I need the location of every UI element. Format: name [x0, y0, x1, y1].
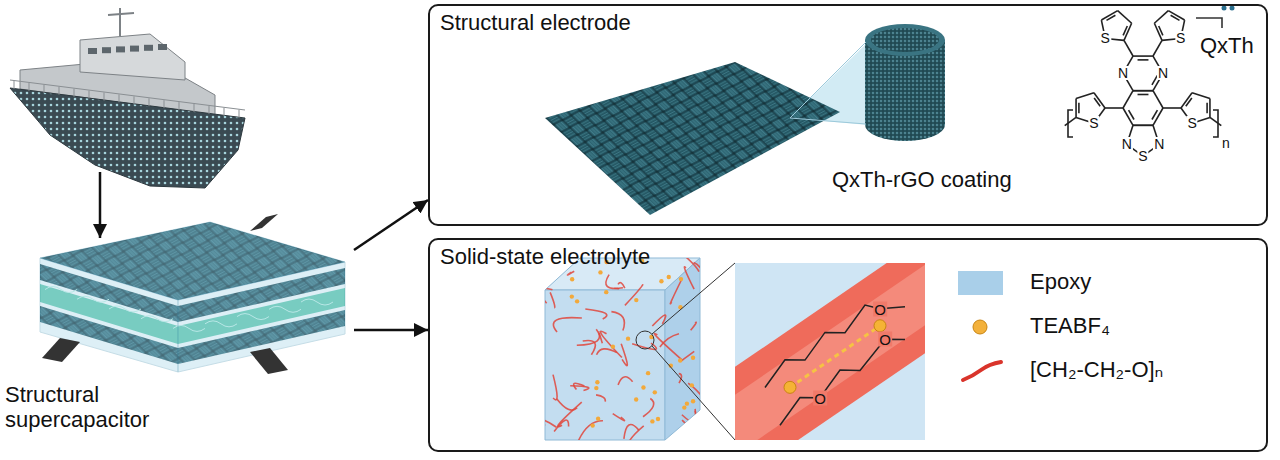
device-label: Structural supercapacitor — [5, 382, 180, 433]
legend-text: [CH₂-CH₂-O]ₙ — [1030, 358, 1163, 382]
legend-sample — [963, 362, 1001, 380]
chemical-structure — [1065, 11, 1222, 156]
legend-sample — [973, 320, 987, 334]
connector-arrow — [354, 329, 428, 332]
dot — [1222, 6, 1227, 11]
panel-title: Solid-state electrolyte — [440, 244, 650, 269]
atom-symbol: N — [1121, 137, 1133, 151]
panel: Solid-state electrolyte — [428, 238, 1268, 452]
atom-symbol: S — [1100, 31, 1111, 45]
atom-symbol: O — [813, 390, 827, 405]
atom-symbol: N — [1117, 66, 1129, 80]
legend-text: TEABF₄ — [1030, 314, 1110, 338]
atom-symbol: S — [1186, 116, 1197, 130]
atom-symbol: S — [1137, 149, 1148, 163]
atom-symbol: O — [878, 332, 892, 347]
legend-text: Epoxy — [1030, 270, 1091, 294]
atom-symbol: N — [1153, 137, 1165, 151]
atom-symbol: S — [1088, 116, 1099, 130]
connector-arrow — [354, 200, 428, 250]
repeat-index: n — [1222, 136, 1230, 151]
atom-symbol: S — [1175, 31, 1186, 45]
polymer-name: QxTh — [1200, 34, 1254, 58]
electrolyte-block — [530, 247, 735, 449]
panel-title: Structural electrode — [440, 10, 631, 35]
supercapacitor-illustration — [40, 214, 345, 374]
dot — [1230, 6, 1235, 11]
atom-symbol: N — [1157, 66, 1169, 80]
arrow — [99, 172, 102, 238]
atom-symbol: O — [873, 301, 887, 316]
panel: Structural electrode — [428, 4, 1268, 226]
coating-label: QxTh-rGO coating — [832, 168, 1012, 192]
ship-illustration — [10, 8, 245, 188]
device-group: Structural supercapacitor — [0, 212, 354, 458]
legend-swatch — [958, 271, 1003, 295]
zoom-view — [700, 263, 960, 449]
